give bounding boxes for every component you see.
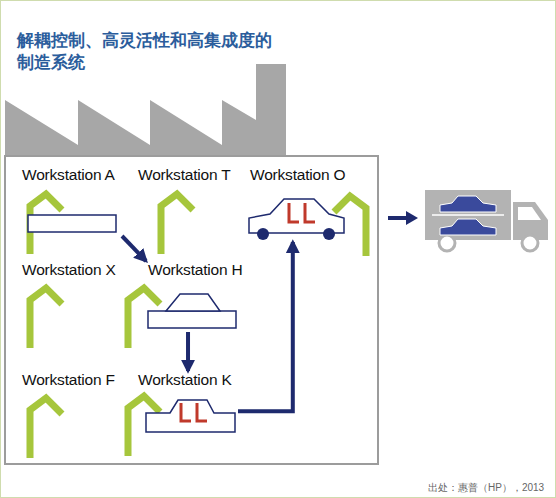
car-seat <box>289 203 299 222</box>
workstation-label: Workstation X <box>22 261 116 279</box>
truck-window <box>518 207 541 220</box>
truck-wheel <box>522 235 538 251</box>
workstation-label: Workstation H <box>148 261 242 279</box>
workstation-label: Workstation K <box>138 371 232 389</box>
raw-part <box>28 215 116 232</box>
finished-car <box>249 199 344 233</box>
truck-car <box>440 219 496 235</box>
workstation: Workstation X <box>20 261 130 331</box>
robot-arm <box>30 398 62 458</box>
workstation: Workstation T <box>136 166 236 236</box>
truck-car <box>440 196 496 212</box>
workstation-label: Workstation T <box>138 166 230 184</box>
workstation: Workstation K <box>136 371 238 436</box>
part-base <box>148 311 236 328</box>
car-chassis <box>146 400 235 432</box>
output-arrow <box>388 216 408 220</box>
flow-arrow <box>238 242 293 411</box>
factory-roof <box>5 100 256 157</box>
factory-wall <box>5 156 378 464</box>
flow-arrow <box>122 236 146 261</box>
output-arrowhead <box>406 211 418 225</box>
part-body <box>166 294 220 311</box>
robot-arm <box>30 288 62 348</box>
diagram-title: 解耦控制、高灵活性和高集成度的 制造系统 <box>17 30 292 74</box>
robot-arm <box>161 194 193 254</box>
truck-wheel <box>439 235 455 251</box>
car-wheel <box>323 228 335 240</box>
car-seat <box>305 203 315 222</box>
workstation: Workstation A <box>20 166 122 236</box>
workstation: Workstation F <box>20 371 130 441</box>
car-wheel <box>257 228 269 240</box>
workstation: Workstation O <box>248 166 360 242</box>
car-seat <box>197 403 207 421</box>
workstation-label: Workstation A <box>22 166 115 184</box>
workstation: Workstation H <box>146 261 240 332</box>
truck-cargo <box>425 190 511 240</box>
workstation-label: Workstation F <box>22 371 115 389</box>
factory-chimney <box>256 64 286 157</box>
source-note: 出处：惠普（HP），2013 <box>428 481 544 495</box>
truck-rack <box>432 214 504 216</box>
flow-arrow <box>186 332 190 371</box>
car-seat <box>181 403 191 421</box>
workstation-label: Workstation O <box>250 166 345 184</box>
